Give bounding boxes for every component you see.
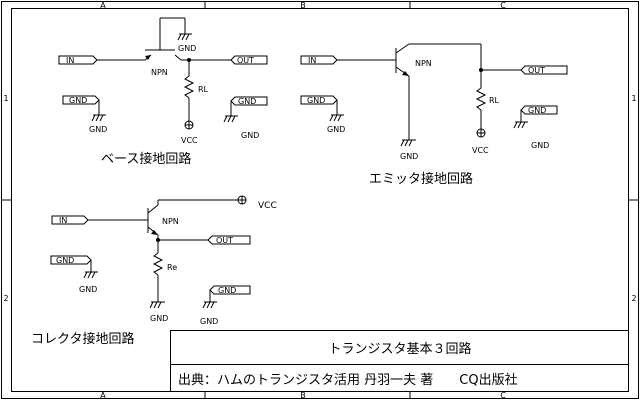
cc-in-port xyxy=(51,215,89,225)
row-label-1-left: 1 xyxy=(3,94,8,103)
cc-out-port xyxy=(207,235,251,245)
title-block-title: トランジスタ基本３回路 xyxy=(328,341,471,357)
ce-gnd-bottom-label: GND xyxy=(400,152,418,161)
col-label-c-top: C xyxy=(500,1,506,10)
cc-resistor-label: Re xyxy=(167,263,177,272)
cb-in-port xyxy=(58,55,98,65)
cc-title: コレクタ接地回路 xyxy=(31,331,134,347)
cb-gnd-left-port xyxy=(62,95,100,105)
ce-title: エミッタ接地回路 xyxy=(369,171,473,187)
cb-vcc-label: VCC xyxy=(181,136,198,145)
ce-vcc-label: VCC xyxy=(472,146,489,155)
ce-out-port xyxy=(520,65,568,75)
cb-resistor-symbol xyxy=(183,75,195,99)
cb-gnd-left-symbol xyxy=(91,114,106,122)
cc-in-label: IN xyxy=(59,216,67,225)
title-block xyxy=(170,330,629,392)
ce-gnd-box-label: GND xyxy=(307,96,325,105)
row-label-1-right: 1 xyxy=(631,94,636,103)
cc-gnd-left-label: GND xyxy=(79,285,97,294)
ce-out-label: OUT xyxy=(528,66,545,75)
cb-gnd-top-symbol xyxy=(177,33,192,41)
title-block-source: 出典：ハムのトランジスタ活用 丹羽一夫 著 CQ出版社 xyxy=(178,372,518,388)
cc-gnd-bottom-symbol xyxy=(149,301,165,309)
ce-gnd-left-port xyxy=(300,95,338,105)
ce-resistor-symbol xyxy=(475,87,487,111)
ce-gnd-bottom-symbol xyxy=(400,139,416,147)
cb-resistor-label: RL xyxy=(198,85,209,94)
cc-vcc-symbol xyxy=(237,195,247,205)
row-label-2-left: 2 xyxy=(3,294,8,303)
cb-gnd-left-label: GND xyxy=(89,125,107,134)
cb-gnd-right-port xyxy=(230,96,268,106)
cc-gnd-left-port xyxy=(50,255,92,265)
row-label-2-right: 2 xyxy=(631,294,636,303)
cc-gnd-right-label: GND xyxy=(200,317,218,326)
col-label-b-bottom: B xyxy=(300,391,306,400)
cb-transistor-label: NPN xyxy=(151,68,168,77)
col-label-b-top: B xyxy=(300,1,306,10)
ce-gnd-right-port xyxy=(520,105,558,115)
cb-out-label: OUT xyxy=(237,56,254,65)
ce-vcc-symbol xyxy=(476,128,486,138)
col-label-c-bottom: C xyxy=(500,391,506,400)
common-collector-circuit xyxy=(50,195,251,309)
cc-gnd-box-label: GND xyxy=(56,256,74,265)
cc-gnd-left-symbol xyxy=(83,271,98,279)
ce-gnd-right-symbol xyxy=(513,121,528,129)
ce-in-label: IN xyxy=(308,56,316,65)
cc-gnd-right-port xyxy=(209,285,251,295)
cb-gnd-top-label: GND xyxy=(178,44,196,53)
ce-resistor-label: RL xyxy=(489,96,500,105)
ce-gnd-right-box-label: GND xyxy=(528,106,546,115)
cc-gnd-right-box-label: GND xyxy=(218,286,236,295)
cb-gnd-left-box-label: GND xyxy=(69,96,87,105)
cc-gnd-bottom-label: GND xyxy=(150,314,168,323)
cc-resistor-symbol xyxy=(152,252,164,276)
ce-gnd-right-label: GND xyxy=(531,141,549,150)
col-label-a-bottom: A xyxy=(100,391,106,400)
ce-in-port xyxy=(300,55,338,65)
cc-gnd-right-symbol xyxy=(202,301,217,309)
cb-gnd-right-symbol xyxy=(223,115,238,123)
cb-gnd-right-box-label: GND xyxy=(238,97,256,106)
cb-title: ベース接地回路 xyxy=(101,151,191,167)
cc-vcc-label: VCC xyxy=(258,201,277,211)
cb-vcc-symbol xyxy=(184,120,194,130)
col-label-a-top: A xyxy=(100,1,106,10)
common-emitter-circuit xyxy=(300,43,568,147)
common-base-circuit xyxy=(58,17,268,130)
cb-gnd-right-label: GND xyxy=(241,131,259,140)
cc-out-label: OUT xyxy=(216,236,233,245)
ce-transistor-label: NPN xyxy=(415,59,432,68)
cb-out-port xyxy=(230,55,268,65)
cb-in-label: IN xyxy=(66,56,74,65)
ce-gnd-left-label: GND xyxy=(327,125,345,134)
cc-transistor-label: NPN xyxy=(162,217,179,226)
ce-gnd-left-symbol xyxy=(329,114,344,122)
